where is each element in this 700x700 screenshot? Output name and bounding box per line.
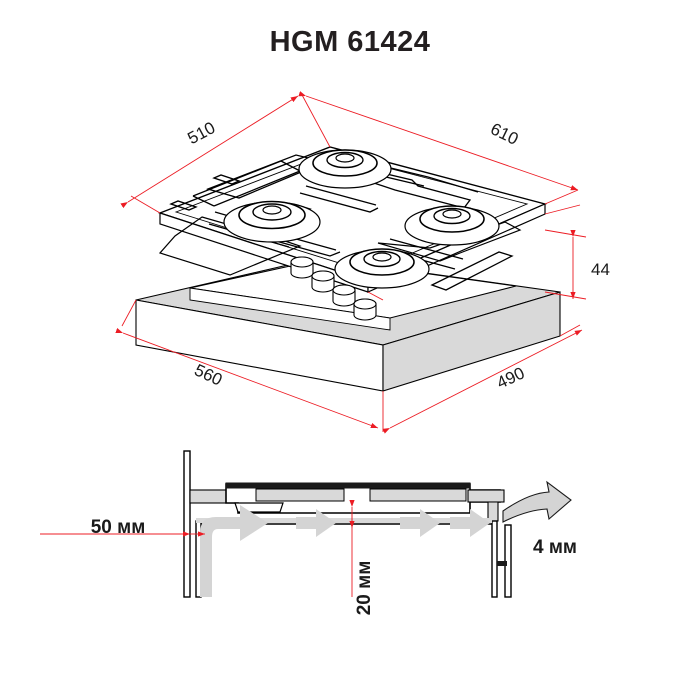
airflow-arrows xyxy=(200,505,490,597)
airflow-arrow-2 xyxy=(400,509,440,537)
cabinet-shelf xyxy=(196,518,492,523)
burner-left xyxy=(223,200,321,243)
dimension-label-610: 610 xyxy=(487,119,521,149)
mounting-bracket-right xyxy=(487,501,499,522)
airflow-arrow-3 xyxy=(450,509,490,537)
control-knobs[interactable] xyxy=(290,256,377,321)
control-knob-4 xyxy=(353,298,377,321)
burner-rear-center xyxy=(298,149,392,189)
dimension-label-20mm: 20 мм xyxy=(354,561,375,616)
rear-wall xyxy=(183,450,191,598)
worktop-right xyxy=(467,489,505,503)
isometric-hob-drawing: 510 610 560 490 44 xyxy=(115,91,610,434)
airflow-arrow-intake xyxy=(200,505,268,597)
hob-body-section xyxy=(225,482,505,514)
dimension-label-4mm: 4 мм xyxy=(533,537,577,558)
dimension-label-510: 510 xyxy=(184,118,218,148)
cabinet-door-right xyxy=(497,524,512,598)
cross-section-drawing: 50 мм 20 мм 4 мм xyxy=(40,450,577,616)
page-title: HGM 61424 xyxy=(269,26,431,58)
control-knob-2 xyxy=(311,270,335,293)
dimension-label-50mm: 50 мм xyxy=(91,517,146,538)
control-knob-3 xyxy=(332,284,356,307)
dimension-lines-top xyxy=(115,91,587,434)
dimension-label-560: 560 xyxy=(191,360,225,389)
dimension-lines-section xyxy=(40,499,355,597)
dimension-label-490: 490 xyxy=(494,363,528,392)
airflow-arrow-1 xyxy=(296,509,336,537)
control-knob-1 xyxy=(290,256,314,279)
exhaust-curved-arrow-icon xyxy=(502,480,572,523)
dimension-label-44: 44 xyxy=(591,260,610,279)
burner-right xyxy=(404,205,500,246)
burner-front-center xyxy=(334,248,430,289)
